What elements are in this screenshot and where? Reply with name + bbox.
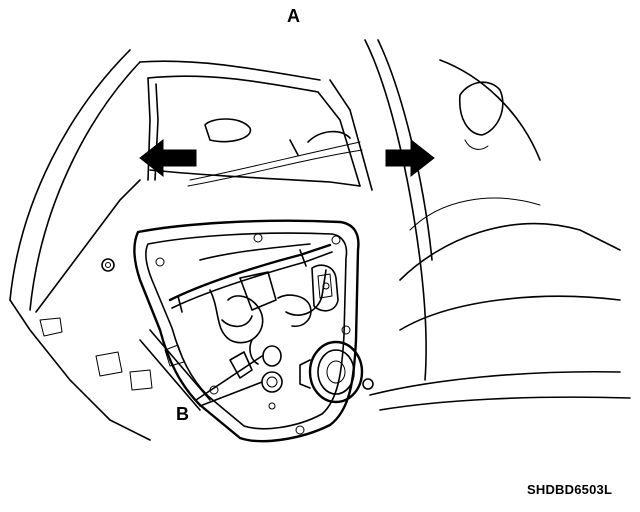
arrow-right-icon (385, 138, 435, 178)
window-regulator (168, 243, 333, 344)
body-frame-left (9, 49, 153, 441)
door-inner-panel (133, 219, 360, 443)
window-motor (311, 264, 339, 312)
figure-code: SHDBD6503L (527, 482, 613, 497)
callout-label-a: A (287, 6, 300, 26)
door-clips (229, 339, 283, 410)
door-speaker (299, 340, 364, 404)
body-frame-right (362, 39, 631, 411)
window-frame (139, 60, 373, 191)
arrow-left-icon (139, 138, 197, 178)
callout-b-leaders (195, 355, 263, 407)
callout-label-b: B (176, 404, 189, 424)
